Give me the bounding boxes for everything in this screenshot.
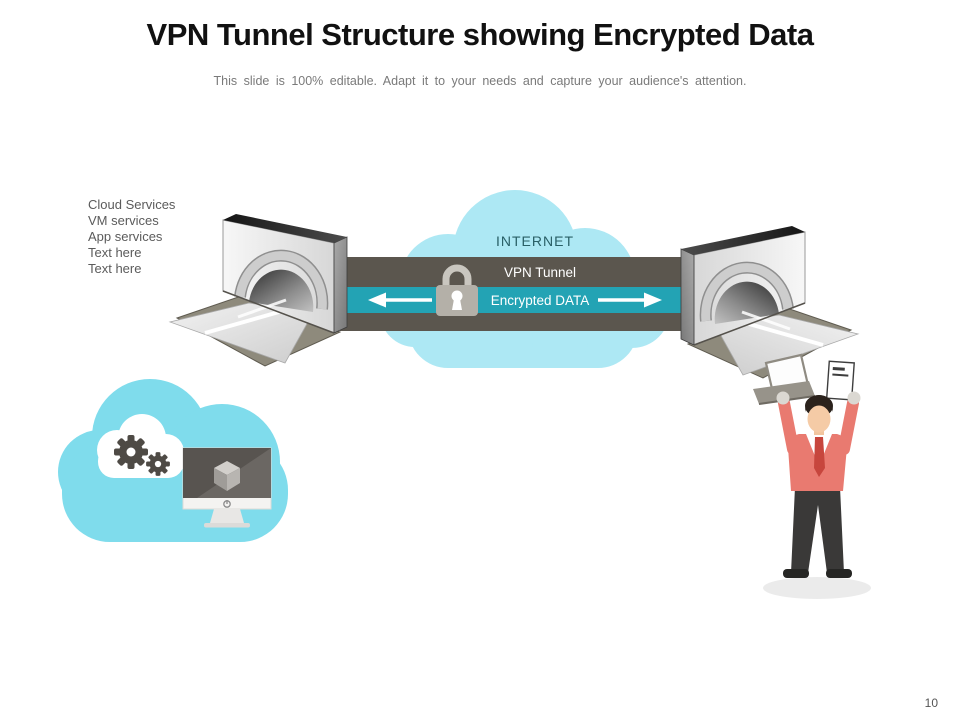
cube-icon <box>214 461 240 491</box>
person-figure <box>753 353 871 599</box>
monitor-icon <box>182 447 272 528</box>
arrow-left-icon <box>368 292 432 308</box>
services-text-list: Cloud Services VM services App services … <box>88 197 175 277</box>
lock-icon <box>436 264 478 316</box>
list-item: Text here <box>88 245 142 260</box>
list-item: Cloud Services <box>88 197 176 212</box>
internet-label: INTERNET <box>496 233 574 249</box>
gear-small-icon <box>146 452 170 476</box>
list-item: Text here <box>88 261 142 276</box>
encrypted-data-label: Encrypted DATA <box>491 293 590 308</box>
arrow-right-icon <box>598 292 662 308</box>
list-item: VM services <box>88 213 159 228</box>
list-item: App services <box>88 229 163 244</box>
tunnel-left-icon <box>170 214 347 366</box>
vpn-tunnel-bar: VPN Tunnel Encrypted DATA <box>340 257 690 331</box>
page-number: 10 <box>924 696 938 710</box>
page-title: VPN Tunnel Structure showing Encrypted D… <box>146 17 814 52</box>
power-icon <box>223 500 231 508</box>
vpn-tunnel-label: VPN Tunnel <box>504 265 576 280</box>
gear-large-icon <box>114 435 148 469</box>
tunnel-right-icon <box>681 226 858 378</box>
slide-subtitle: This slide is 100% editable. Adapt it to… <box>213 74 747 88</box>
document-icon <box>825 360 855 401</box>
